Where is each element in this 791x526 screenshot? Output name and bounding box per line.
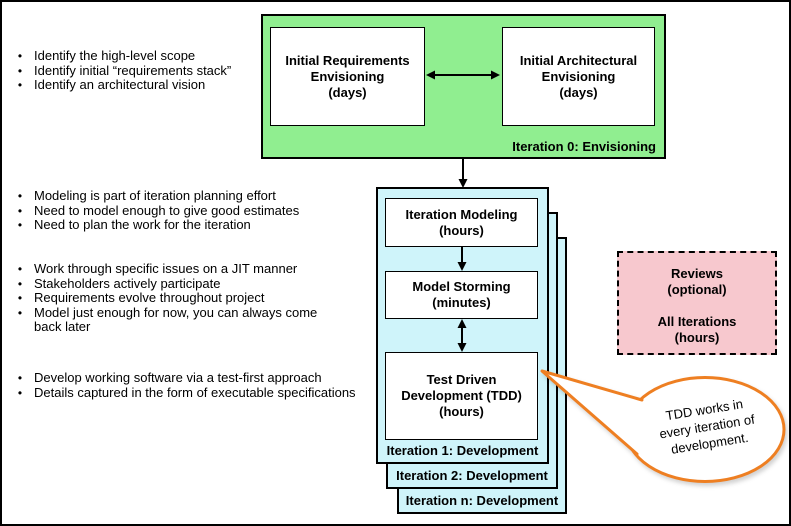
bullet-item: • Requirements evolve throughout project [12,291,317,306]
iteration-1-label: Iteration 1: Development [386,443,539,458]
bullet-dot: • [17,218,23,233]
bullet-text: Stakeholders actively participate [34,275,221,291]
bullet-text: Need to plan the work for the iteration [34,217,251,233]
bullet-dot: • [17,385,23,400]
bullet-dot: • [17,276,23,291]
bullet-group-model-storming: • Work through specific issues on a JIT m… [12,261,318,335]
double-arrow-vertical-icon [457,319,467,352]
bullet-text: Requirements evolve throughout project [34,290,265,306]
iteration-1-panel: Iteration Modeling (hours) Model Stormin… [376,187,549,464]
bullet-item: • Need to plan the work for the iteration [12,218,299,233]
bullet-item: • Modeling is part of iteration planning … [12,188,299,204]
bullet-item: • Develop working software via a test-fir… [12,370,356,386]
reviews-box: Reviews (optional) All Iterations (hours… [617,251,777,355]
bullet-group-tdd: • Develop working software via a test-fir… [12,370,356,401]
speech-bubble-icon [540,369,786,483]
bullet-text: Identify initial “requirements stack” [34,62,232,78]
bullet-text: Identify an architectural vision [34,77,206,93]
bullet-item: • Need to model enough to give good estim… [12,202,300,219]
bullet-item: • Identify an architectural vision [12,78,231,93]
bullet-text: Develop working software via a test-firs… [34,370,322,385]
bullet-group-envisioning: • Identify the high-level scope • Identify… [12,48,232,93]
bullet-dot: • [17,305,23,320]
bullet-text: Model just enough for now, you can alway… [34,304,318,335]
bullet-item: • Stakeholders actively participate [12,275,317,292]
iteration-0-panel: Initial Requirements Envisioning (days) … [261,14,666,159]
bullet-item: • Identify initial “requirements stack” [12,62,232,79]
iteration-0-label: Iteration 0: Envisioning [512,139,656,154]
model-storming-box: Model Storming (minutes) [385,271,538,319]
bullet-dot: • [17,203,23,218]
bullet-item: • Details captured in the form of executa… [12,384,356,401]
bullet-dot: • [17,63,23,78]
bullet-dot: • [17,291,23,306]
initial-requirements-envisioning-box: Initial Requirements Envisioning (days) [270,27,425,126]
bullet-dot: • [17,371,23,385]
bullet-dot: • [17,189,23,203]
bullet-text: Modeling is part of iteration planning e… [34,188,276,203]
bullet-group-iteration-planning: • Modeling is part of iteration planning … [12,188,300,233]
iteration-2-label: Iteration 2: Development [396,468,548,483]
iteration-modeling-box: Iteration Modeling (hours) [385,198,538,247]
bullet-item: • Work through specific issues on a JIT m… [12,261,317,277]
initial-architectural-envisioning-box: Initial Architectural Envisioning (days) [502,27,655,126]
bullet-dot: • [17,262,23,276]
bullet-dot: • [17,78,23,93]
bullet-text: Identify the high-level scope [34,48,196,63]
down-arrow-icon [457,247,467,271]
tdd-box: Test Driven Development (TDD) (hours) [385,352,538,440]
bullet-text: Work through specific issues on a JIT ma… [34,261,298,276]
bullet-text: Details captured in the form of executab… [34,384,356,400]
iteration-n-label: Iteration n: Development [405,493,559,508]
double-arrow-horizontal-icon [426,70,500,80]
bullet-dot: • [17,49,23,63]
bullet-item: • Model just enough for now, you can alwa… [12,304,318,335]
bullet-text: Need to model enough to give good estima… [34,202,300,218]
down-arrow-icon [458,158,468,188]
bullet-item: • Identify the high-level scope [12,48,231,64]
